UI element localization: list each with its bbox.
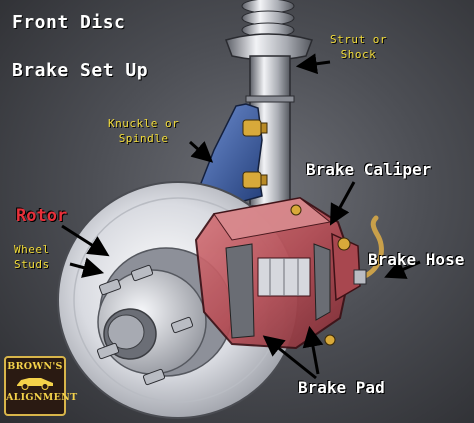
- diagram-title: Front Disc Brake Set Up: [12, 14, 148, 80]
- studs-arrow: [69, 257, 105, 278]
- leader-arrows: [61, 53, 421, 380]
- brake-caliper: [194, 196, 361, 350]
- car-icon: [17, 378, 53, 390]
- strut-label: Strut or Shock: [330, 34, 387, 60]
- brake-pad: [225, 243, 331, 339]
- studs-label-line-1: Wheel: [14, 243, 50, 256]
- browns-alignment-logo: BROWN'S ALIGNMENT: [4, 356, 78, 416]
- rotor-label: Rotor: [16, 206, 68, 226]
- wheel-studs: [96, 264, 194, 386]
- strut-label-line-1: Strut or: [330, 33, 387, 46]
- hose-arrow: [384, 259, 421, 279]
- hose-label: Brake Hose: [368, 250, 465, 269]
- title-line-2: Brake Set Up: [12, 60, 149, 81]
- knuckle-label-line-1: Knuckle or: [108, 117, 180, 130]
- caliper-label: Brake Caliper: [306, 160, 432, 179]
- logo-line-1: BROWN'S: [7, 361, 63, 372]
- studs-label: Wheel Studs: [14, 244, 50, 270]
- knuckle-label: Knuckle or Spindle: [108, 118, 179, 144]
- knuckle-label-line-2: Spindle: [118, 132, 169, 145]
- rotor-arrow: [61, 224, 110, 257]
- coil-spring: [241, 0, 295, 38]
- title-line-1: Front Disc: [12, 12, 126, 33]
- pad-label: Brake Pad: [298, 378, 385, 397]
- strut-label-line-2: Shock: [340, 48, 377, 61]
- logo-line-2: ALIGNMENT: [6, 392, 78, 403]
- caliper-arrow: [329, 181, 356, 226]
- brake-hose: [357, 215, 384, 281]
- knuckle-arrow: [188, 140, 214, 163]
- studs-label-line-2: Studs: [14, 258, 50, 271]
- knuckle-bolts: [242, 119, 268, 189]
- pad-arrow-right: [302, 325, 324, 375]
- pad-arrow-left: [262, 335, 317, 380]
- strut-arrow: [295, 53, 331, 75]
